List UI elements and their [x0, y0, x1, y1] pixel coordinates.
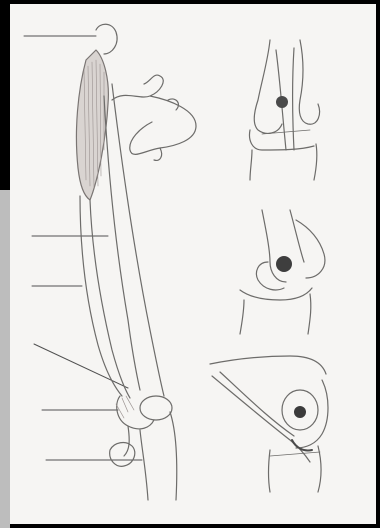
humerus-front [112, 84, 164, 396]
elbow-condyle [140, 396, 172, 420]
upper-limb-lateral-view [76, 24, 196, 500]
detail-middle [240, 210, 325, 334]
olecranon [117, 396, 154, 429]
detail-bottom [210, 356, 328, 492]
forearm-right [170, 412, 177, 500]
joint-head-middle [276, 256, 292, 272]
forearm-left [140, 430, 148, 500]
leader-line-4 [34, 344, 128, 388]
scapula [112, 75, 196, 154]
radial-head [110, 443, 135, 467]
detail-top [250, 40, 320, 180]
shoulder-head [96, 24, 117, 54]
joint-head-top [276, 96, 288, 108]
